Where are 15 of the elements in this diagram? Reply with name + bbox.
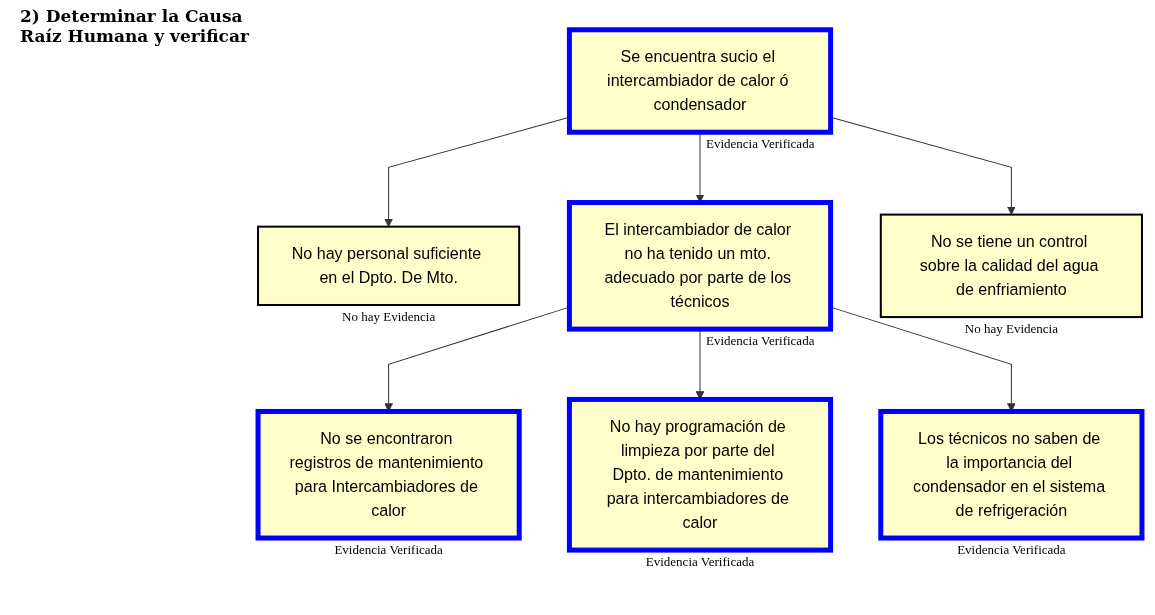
- evidence-note: Evidencia Verificada: [645, 554, 755, 570]
- node-box: Los técnicos no saben de la importancia del condensador en el sistema de refrigeración: [878, 408, 1145, 541]
- node-box: No hay personal suficiente en el Dpto. De Mto.: [257, 225, 521, 306]
- evidence-note: Evidencia Verificada: [706, 333, 815, 349]
- diagram-title: 2) Determinar la Causa Raíz Humana y verificar: [20, 6, 250, 46]
- node-box: No se encontraron registros de mantenimiento para Intercambiadores de calor: [255, 408, 522, 541]
- evidence-note: Evidencia Verificada: [957, 542, 1066, 558]
- evidence-note: No hay Evidencia: [342, 309, 436, 324]
- node-box: El intercambiador de calor no ha tenido un mto. adecuado por parte de los técnicos: [566, 200, 834, 332]
- node-box: Se encuentra sucio el intercambiador de calor ó condensador: [566, 27, 834, 135]
- node-box: No se tiene un control sobre la calidad del agua de enfriamiento: [879, 213, 1143, 319]
- evidence-note: Evidencia Verificada: [334, 542, 443, 558]
- evidence-note: Evidencia Verificada: [706, 136, 815, 152]
- node-box: No hay programación de limpieza por parte del Dpto. de mantenimiento para intercambiadores de calor: [566, 396, 834, 553]
- evidence-note: No hay Evidencia: [964, 321, 1058, 337]
